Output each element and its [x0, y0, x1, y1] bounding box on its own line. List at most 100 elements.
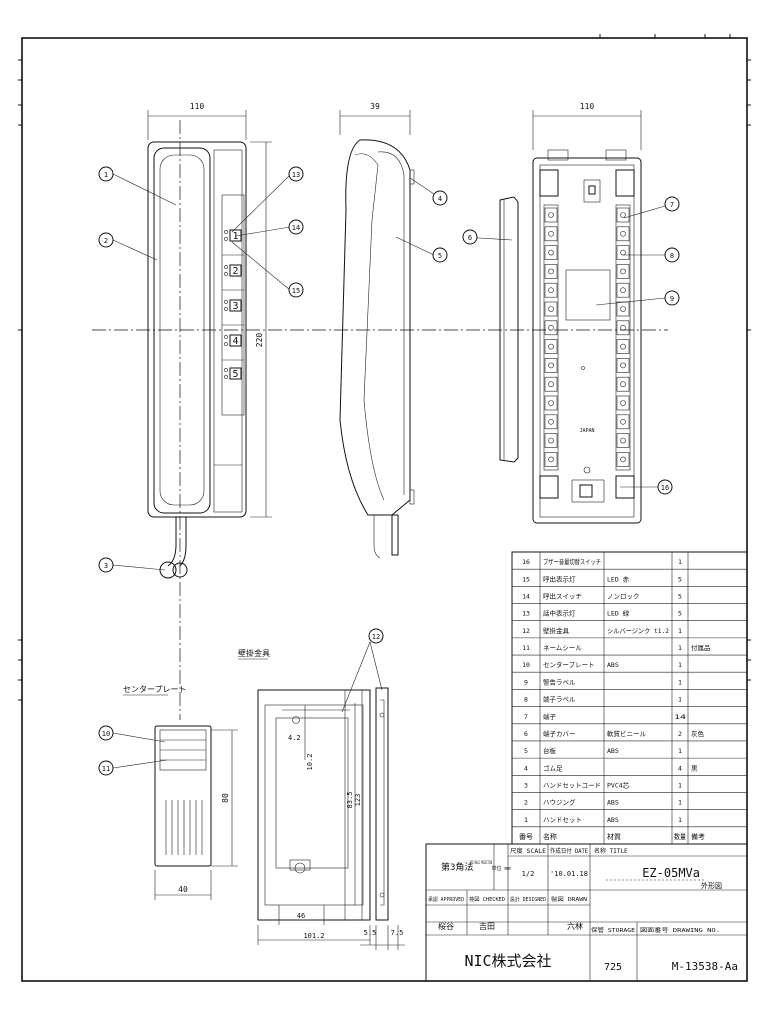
parts-cell-no: 5	[524, 747, 528, 755]
dim-bracket-width: 101.2	[303, 932, 324, 940]
parts-cell-material: ABS	[607, 816, 619, 824]
dim-side-depth: 39	[370, 102, 380, 111]
callout-10: 10	[98, 725, 114, 741]
parts-cell-note: 付属品	[691, 643, 711, 652]
callout-3: 3	[98, 557, 114, 573]
parts-cell-name: ゴム足	[543, 763, 563, 772]
parts-cell-name: 呼出スイッチ	[543, 592, 582, 601]
parts-cell-qty: 5	[678, 593, 682, 601]
terminal-screw	[620, 287, 626, 294]
terminal-screw	[548, 231, 554, 237]
parts-cell-name: センタープレート	[543, 660, 595, 669]
parts-cell-qty: 1	[678, 781, 682, 789]
parts-cell-note: 黒	[691, 764, 698, 772]
terminal-screw	[548, 400, 554, 406]
svg-text:9: 9	[670, 295, 674, 303]
scale-value: 1/2	[522, 870, 535, 878]
button-number: 3	[232, 301, 238, 312]
terminal-left	[544, 207, 558, 223]
storage-label: 保管 STORAGE	[591, 926, 635, 934]
parts-cell-no: 10	[522, 661, 530, 669]
projection-en: 3RD ANGLE PROJECTION	[470, 860, 492, 866]
rear-view: JAPAN 110	[532, 102, 642, 524]
parts-header-cell: 材質	[607, 832, 621, 841]
side-view: 39	[339, 102, 415, 559]
parts-cell-material: 軟質ビニール	[607, 729, 647, 738]
parts-cell-qty: 1	[678, 661, 682, 669]
terminal-left	[544, 376, 558, 392]
button-number: 5	[232, 369, 238, 380]
callout-13: 13	[288, 166, 304, 182]
parts-cell-no: 15	[522, 575, 530, 583]
parts-header-cell: 番号	[519, 833, 533, 841]
svg-text:6: 6	[468, 234, 472, 242]
storage-value: 725	[604, 962, 622, 973]
parts-cell-no: 7	[524, 713, 528, 721]
terminal-screw	[548, 324, 554, 331]
sheet-border	[18, 34, 751, 982]
terminal-screw	[620, 306, 626, 312]
terminal-screw	[620, 437, 626, 444]
parts-cell-name: ブザー音量切替スイッチ	[543, 557, 601, 566]
dim-height: 220	[255, 333, 264, 348]
callout-16: 16	[657, 479, 673, 495]
parts-cell-material: LED 緑	[607, 609, 630, 618]
date-label: 作成日付 DATE	[550, 847, 588, 855]
svg-text:14: 14	[292, 224, 300, 232]
terminal-left	[544, 433, 558, 448]
parts-cell-qty: 1	[678, 747, 682, 755]
terminal-screw	[620, 343, 626, 350]
parts-cell-name: 端子カバー	[543, 729, 576, 738]
terminal-right	[616, 207, 630, 223]
terminal-screw	[620, 362, 626, 369]
unit-label: 単位 mm	[491, 865, 510, 872]
terminal-right	[616, 358, 630, 373]
svg-text:2: 2	[104, 237, 108, 245]
terminal-screw	[620, 231, 626, 237]
terminal-right	[616, 376, 630, 392]
terminal-left	[544, 339, 558, 354]
center-plate-label: センタープレート	[123, 685, 187, 694]
terminal-screw	[620, 268, 626, 275]
checked-by: 吉田	[479, 922, 495, 931]
parts-cell-no: 9	[524, 678, 528, 686]
terminal-right	[616, 245, 630, 260]
drawing-number: M-13538-Aa	[672, 960, 738, 973]
parts-cell-qty: 1	[678, 696, 682, 704]
svg-text:13: 13	[292, 171, 300, 179]
button-number: 1	[232, 231, 238, 242]
parts-cell-qty: 4	[678, 764, 682, 772]
parts-header-cell: 名称	[543, 832, 557, 841]
bracket-label: 壁掛金具	[238, 648, 270, 658]
terminal-left	[544, 282, 558, 298]
terminal-screw	[548, 287, 554, 294]
svg-text:3: 3	[104, 562, 108, 570]
parts-cell-name: ハウジング	[543, 798, 576, 807]
dim-bracket-thk2: 7.5	[391, 929, 404, 937]
dim-bracket-v1: 10.2	[306, 754, 314, 771]
dim-bracket-inner: 46	[297, 912, 305, 920]
terminal-screw	[548, 381, 554, 388]
company-name: NIC株式会社	[464, 952, 551, 970]
dim-plate-width: 40	[178, 885, 188, 894]
parts-cell-no: 3	[524, 781, 528, 789]
terminal-screw	[548, 306, 554, 312]
parts-header-cell: 備考	[691, 832, 705, 841]
terminal-right	[616, 433, 630, 448]
terminal-screw	[620, 381, 626, 388]
drawn-by: 六林	[567, 921, 583, 931]
terminal-right	[616, 395, 630, 411]
parts-cell-qty: 5	[678, 575, 682, 583]
front-dimensions: 110 220	[147, 102, 272, 518]
parts-cell-name: 台板	[543, 746, 557, 755]
terminal-right	[616, 264, 630, 279]
dim-bracket-v3: 123	[354, 794, 362, 807]
parts-cell-material: LED 赤	[607, 575, 630, 583]
projection-label: 第3角法	[441, 861, 473, 873]
parts-cell-qty: 1	[678, 627, 682, 635]
parts-cell-name: ハンドセット	[543, 816, 582, 824]
terminal-cover-view	[499, 196, 519, 463]
parts-cell-no: 4	[524, 764, 528, 772]
leader-lines	[112, 173, 666, 769]
